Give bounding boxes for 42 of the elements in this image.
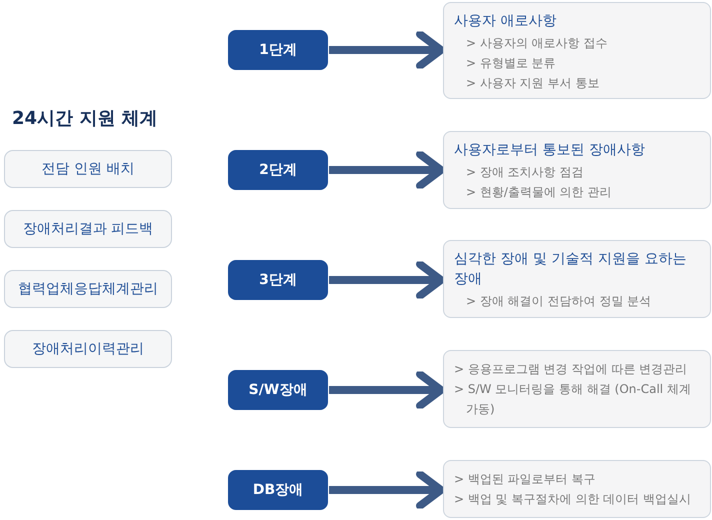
bullet-item: > S/W 모니터링을 통해 해결 (On-Call 체계 가동): [454, 381, 692, 418]
category-box: [4, 150, 172, 188]
bullet-item: > 응용프로그램 변경 작업에 따른 변경관리: [454, 361, 688, 378]
section-heading: 24시간 지원 체계: [12, 107, 158, 130]
bullet-item: > 백업된 파일로부터 복구: [454, 471, 596, 488]
category-label: 협력업체응답체계관리: [18, 280, 158, 298]
detail-heading: 심각한 장애 및 기술적 지원을 요하는 장애: [454, 250, 688, 289]
bullet-item: > 백업 및 복구절차에 의한 데이터 백업실시: [454, 491, 692, 508]
category-box: [4, 210, 172, 248]
arrow: [329, 260, 445, 300]
detail-box: [443, 240, 711, 318]
stage-pill: [228, 260, 328, 300]
stage-label: 1단계: [259, 41, 297, 59]
bullet-item: > 유형별로 분류: [465, 55, 557, 72]
detail-box: [443, 131, 711, 209]
stage-pill: [228, 30, 328, 70]
detail-heading: 사용자 애로사항: [454, 12, 558, 31]
arrow: [329, 30, 445, 70]
arrow: [329, 470, 445, 510]
stage-pill: [228, 470, 328, 510]
bullet-item: > 현황/출력물에 의한 관리: [465, 184, 613, 201]
detail-box: [443, 2, 711, 99]
category-box: [4, 330, 172, 368]
stage-label: S/W장애: [248, 381, 308, 399]
stage-label: 3단계: [259, 271, 297, 289]
bullet-item: > 사용자의 애로사항 접수: [465, 35, 608, 52]
detail-box: [443, 350, 711, 428]
arrow: [329, 370, 445, 410]
bullet-item: > 사용자 지원 부서 통보: [465, 75, 600, 92]
detail-box: [443, 460, 711, 518]
stage-label: DB장애: [252, 481, 304, 499]
category-label: 장애처리결과 피드백: [22, 220, 154, 238]
bullet-item: > 장애 조치사항 점검: [465, 164, 584, 181]
category-box: [4, 270, 172, 308]
arrow: [329, 150, 445, 190]
category-label: 장애처리이력관리: [32, 340, 144, 358]
category-label: 전담 인원 배치: [42, 160, 134, 178]
stage-pill: [228, 150, 328, 190]
bullet-item: > 장애 해결이 전담하여 정밀 분석: [465, 293, 652, 310]
stage-pill: [228, 370, 328, 410]
detail-heading: 사용자로부터 통보된 장애사항: [454, 141, 646, 160]
stage-label: 2단계: [259, 161, 297, 179]
